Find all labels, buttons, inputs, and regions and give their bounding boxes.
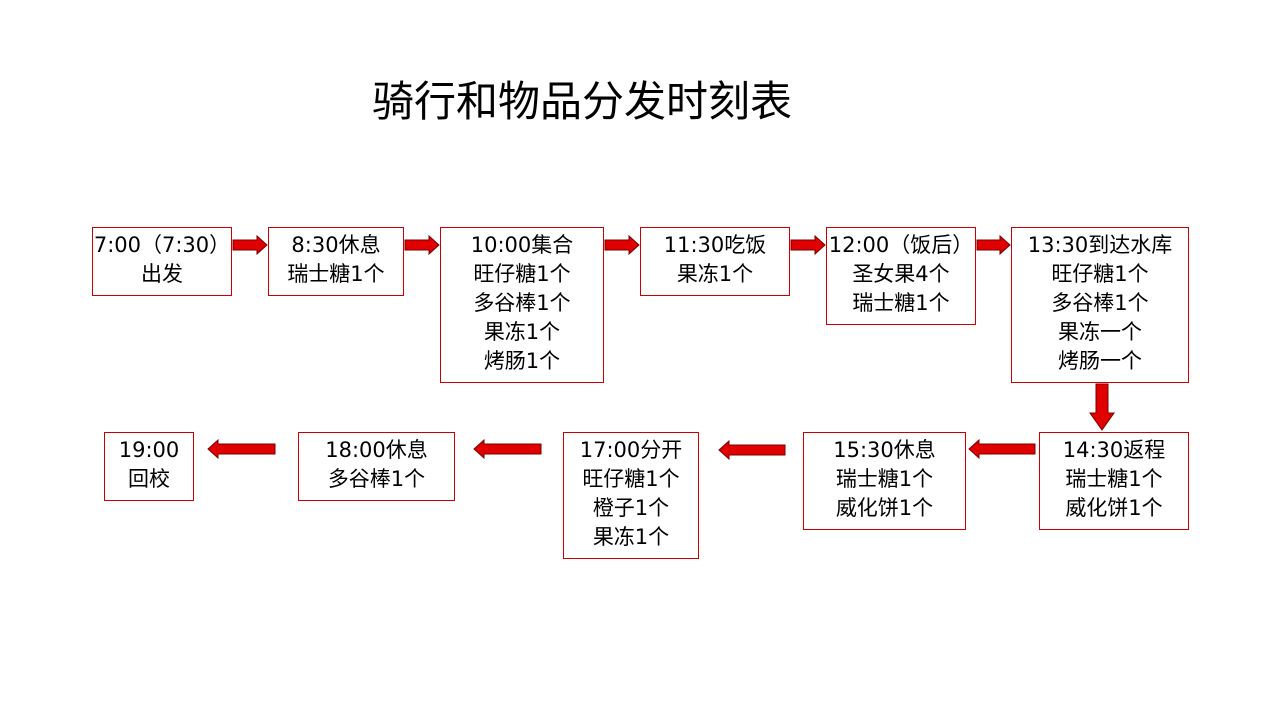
node-item: 烤肠1个 bbox=[483, 349, 561, 373]
schedule-node-1330: 13:30到达水库 旺仔糖1个 多谷棒1个 果冻一个 烤肠一个 bbox=[1011, 227, 1189, 383]
node-item: 多谷棒1个 bbox=[473, 291, 571, 315]
node-time: 10:00集合 bbox=[470, 233, 574, 257]
flow-arrow-left bbox=[207, 439, 276, 459]
schedule-node-1200: 12:00（饭后） 圣女果4个 瑞士糖1个 bbox=[826, 227, 976, 325]
node-item: 多谷棒1个 bbox=[327, 467, 426, 491]
schedule-node-1900: 19:00 回校 bbox=[104, 432, 194, 501]
node-time: 15:30休息 bbox=[833, 438, 936, 462]
node-item: 旺仔糖1个 bbox=[1051, 262, 1149, 286]
node-item: 多谷棒1个 bbox=[1051, 291, 1149, 315]
node-item: 果冻1个 bbox=[592, 525, 670, 549]
schedule-node-1430: 14:30返程 瑞士糖1个 威化饼1个 bbox=[1039, 432, 1189, 530]
node-time: 17:00分开 bbox=[579, 438, 683, 462]
flow-arrow-right bbox=[604, 235, 640, 255]
node-time: 8:30休息 bbox=[291, 233, 381, 257]
schedule-node-1800: 18:00休息 多谷棒1个 bbox=[298, 432, 455, 501]
node-item: 回校 bbox=[128, 467, 170, 491]
node-item: 出发 bbox=[141, 262, 183, 286]
node-item: 威化饼1个 bbox=[835, 496, 934, 520]
node-time: 12:00（饭后） bbox=[828, 233, 974, 257]
node-time: 11:30吃饭 bbox=[663, 233, 767, 257]
node-item: 瑞士糖1个 bbox=[852, 291, 950, 315]
node-item: 果冻1个 bbox=[676, 262, 754, 286]
schedule-node-1130: 11:30吃饭 果冻1个 bbox=[640, 227, 790, 296]
schedule-node-1700: 17:00分开 旺仔糖1个 橙子1个 果冻1个 bbox=[563, 432, 699, 559]
flow-arrow-right bbox=[790, 235, 826, 255]
node-item: 橙子1个 bbox=[592, 496, 670, 520]
node-item: 果冻1个 bbox=[483, 320, 561, 344]
node-item: 瑞士糖1个 bbox=[835, 467, 934, 491]
flow-arrow-left bbox=[473, 439, 542, 459]
schedule-node-1530: 15:30休息 瑞士糖1个 威化饼1个 bbox=[803, 432, 966, 530]
node-item: 旺仔糖1个 bbox=[582, 467, 680, 491]
flow-arrow-down bbox=[1089, 383, 1115, 431]
flow-arrow-left bbox=[718, 440, 786, 460]
flow-arrow-right bbox=[404, 235, 440, 255]
flow-arrow-right bbox=[976, 235, 1011, 255]
node-item: 瑞士糖1个 bbox=[1065, 467, 1163, 491]
flow-arrow-left bbox=[968, 439, 1036, 459]
page-title: 骑行和物品分发时刻表 bbox=[372, 77, 793, 126]
node-time: 14:30返程 bbox=[1062, 438, 1166, 462]
schedule-node-1000: 10:00集合 旺仔糖1个 多谷棒1个 果冻1个 烤肠1个 bbox=[440, 227, 604, 383]
node-item: 烤肠一个 bbox=[1058, 349, 1142, 373]
flow-arrow-right bbox=[232, 235, 268, 255]
node-item: 旺仔糖1个 bbox=[473, 262, 571, 286]
node-time: 19:00 bbox=[118, 438, 180, 462]
node-time: 7:00（7:30） bbox=[93, 233, 231, 257]
schedule-node-0830: 8:30休息 瑞士糖1个 bbox=[268, 227, 404, 296]
node-item: 圣女果4个 bbox=[852, 262, 950, 286]
node-time: 13:30到达水库 bbox=[1027, 233, 1173, 257]
schedule-node-0700: 7:00（7:30） 出发 bbox=[92, 227, 232, 296]
node-item: 瑞士糖1个 bbox=[287, 262, 385, 286]
node-item: 果冻一个 bbox=[1058, 320, 1142, 344]
node-item: 威化饼1个 bbox=[1065, 496, 1163, 520]
node-time: 18:00休息 bbox=[325, 438, 428, 462]
